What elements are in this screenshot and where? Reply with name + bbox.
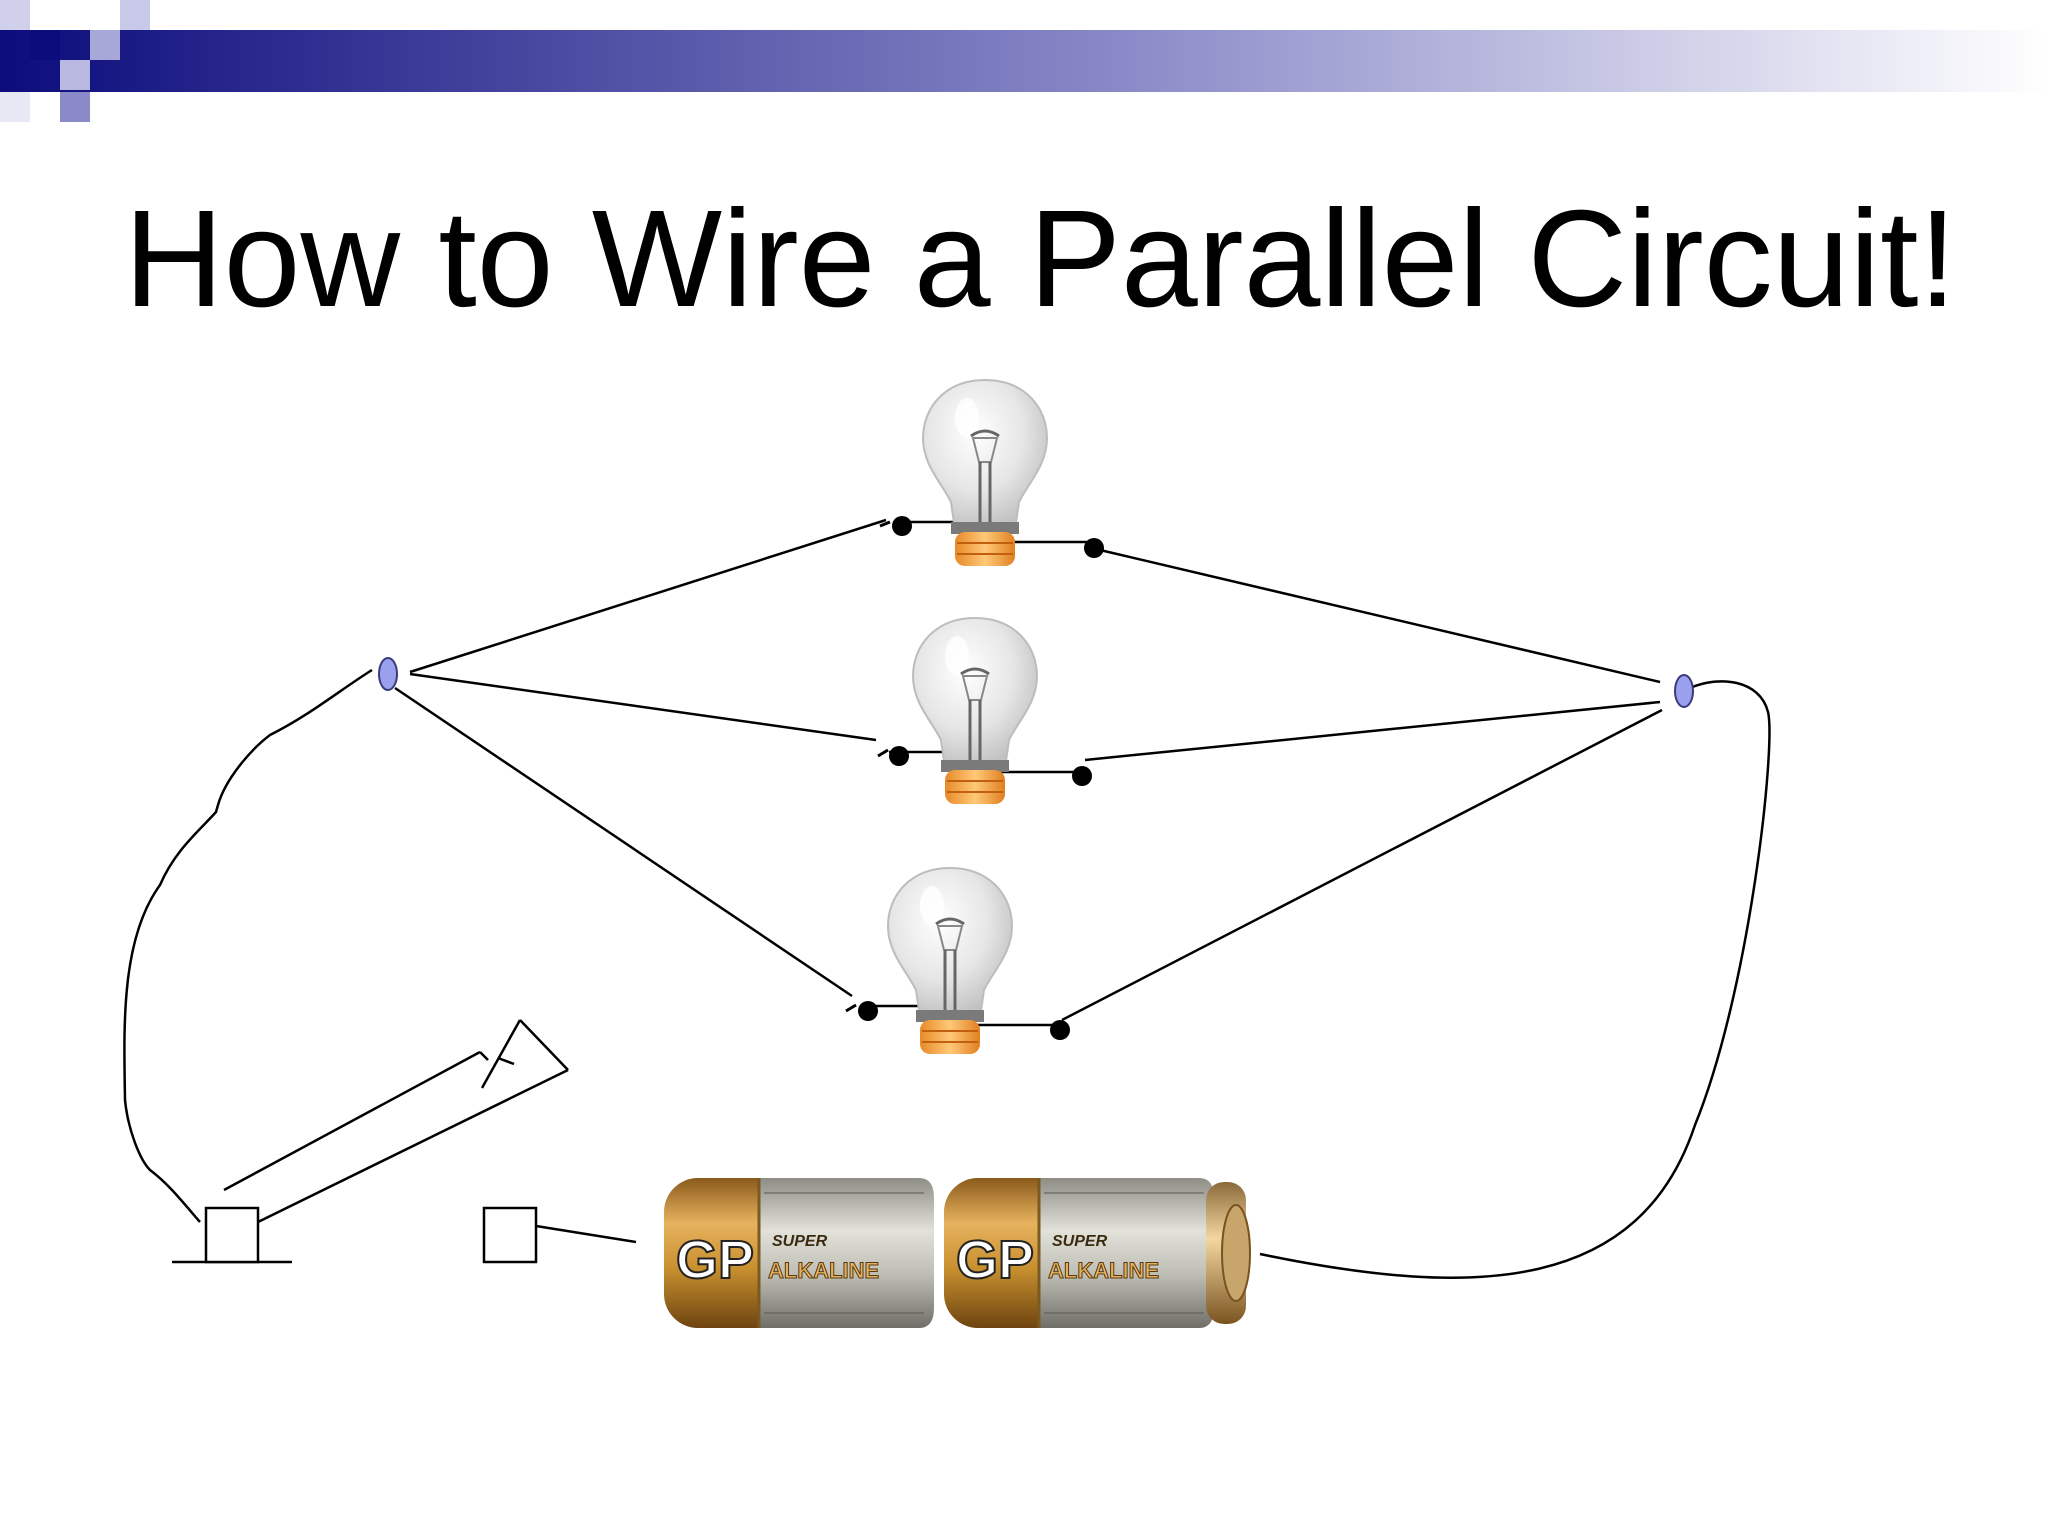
connection-dots bbox=[845, 516, 1104, 1040]
battery-2: GP SUPER ALKALINE bbox=[942, 1176, 1251, 1330]
header-gradient-bar bbox=[0, 30, 2048, 92]
wire-left-to-bulb-3 bbox=[394, 686, 853, 998]
wire-bulb-2-to-right bbox=[1084, 700, 1661, 762]
wire-left-return bbox=[123, 668, 373, 1223]
wire-bulb-1-to-right bbox=[1099, 548, 1661, 684]
header-corner-squares bbox=[0, 0, 150, 122]
wire-right-return bbox=[1259, 680, 1771, 1279]
battery-1-brand: GP bbox=[676, 1230, 754, 1290]
wire-bulb-3-to-right bbox=[1061, 708, 1663, 1022]
wire-left-to-bulb-2 bbox=[409, 672, 877, 742]
battery-1-super: SUPER bbox=[772, 1233, 828, 1250]
battery-2-type: ALKALINE bbox=[1048, 1258, 1159, 1283]
switch-terminal bbox=[482, 1206, 538, 1264]
battery-2-super: SUPER bbox=[1052, 1233, 1108, 1250]
slide-title: How to Wire a Parallel Circuit! bbox=[124, 182, 1957, 336]
battery-2-brand: GP bbox=[956, 1230, 1034, 1290]
circuit-wires bbox=[123, 518, 1771, 1279]
battery-1: GP SUPER ALKALINE bbox=[662, 1176, 936, 1330]
battery-1-type: ALKALINE bbox=[768, 1258, 879, 1283]
junction-node-left bbox=[378, 657, 398, 691]
wire-terminal-to-battery bbox=[535, 1224, 637, 1244]
light-bulb-1 bbox=[921, 378, 1049, 568]
wire-left-to-bulb-1 bbox=[409, 518, 887, 674]
light-bulb-2 bbox=[911, 616, 1039, 806]
knife-switch bbox=[172, 1019, 569, 1264]
junction-node-right bbox=[1674, 674, 1694, 708]
